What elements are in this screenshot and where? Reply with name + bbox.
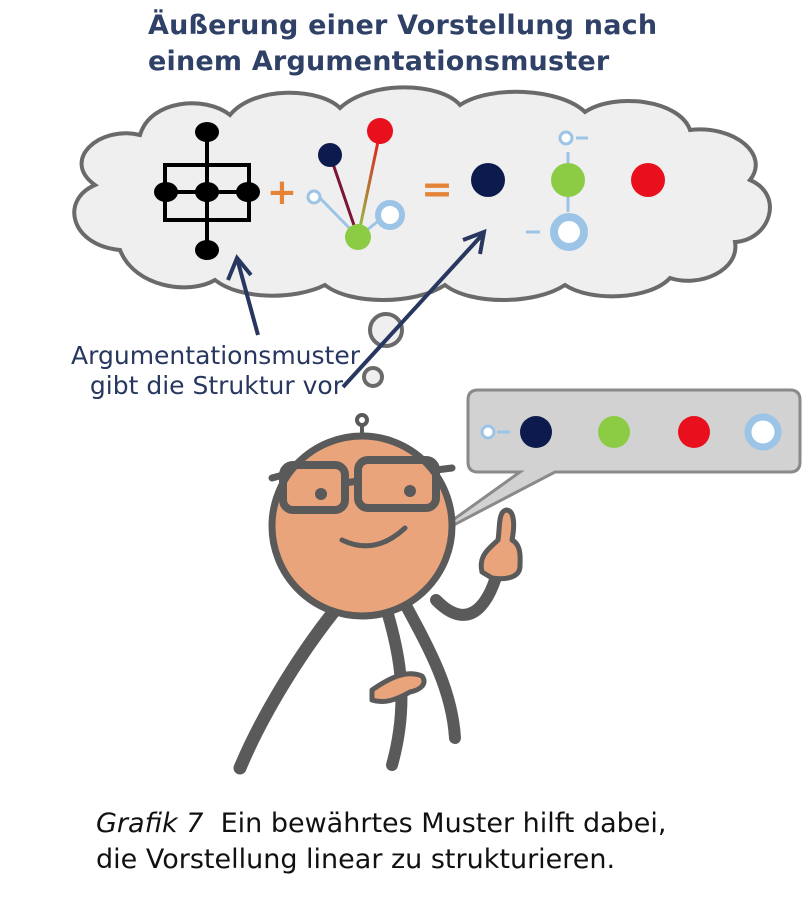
annotation-line-2: gibt die Struktur vor [89,371,343,400]
arrow-to-chain [341,228,487,389]
diagram-title: Äußerung einer Vorstellung nach einem Ar… [148,8,748,80]
tree-nodes [154,122,260,260]
thought-cloud [72,85,772,302]
linear-chain-icon [471,130,665,251]
title-line-2: einem Argumentationsmuster [148,46,610,77]
thought-bubble-large [368,312,404,348]
caption-text-1: Ein bewährtes Muster hilft dabei, [220,808,667,839]
figure-caption: Grafik 7 Ein bewährtes Muster hilft dabe… [96,806,796,878]
caption-label: Grafik 7 [96,808,204,839]
connection-star-icon [306,118,405,250]
caption-line-1: Grafik 7 Ein bewährtes Muster hilft dabe… [96,806,796,842]
plus-symbol: + [267,172,297,213]
thought-bubble-small [362,366,384,388]
title-line-1: Äußerung einer Vorstellung nach [148,10,658,41]
equals-symbol: = [421,167,453,211]
caption-text-2: die Vorstellung linear zu strukturieren. [96,844,616,875]
speech-bubble [424,388,802,542]
speech-chain-icon [480,413,782,451]
arrow-to-pattern [226,254,260,336]
thinking-person [233,413,523,775]
annotation-line-1: Argumentationsmuster [71,341,360,370]
